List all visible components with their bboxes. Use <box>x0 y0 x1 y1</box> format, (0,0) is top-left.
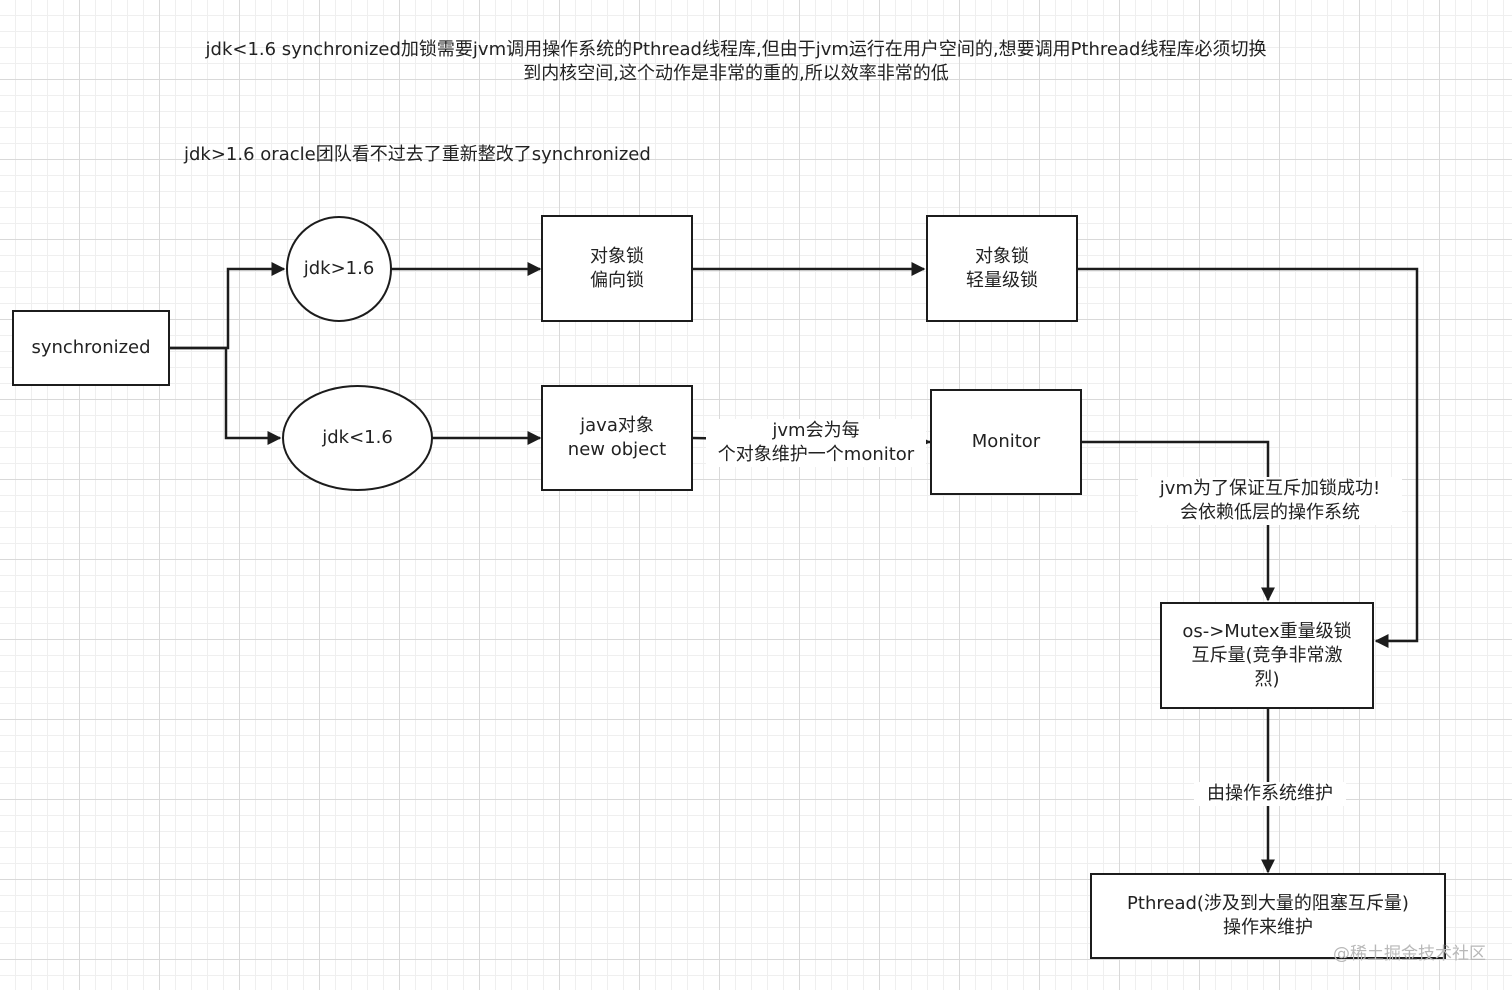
node-monitor: Monitor <box>930 389 1082 495</box>
edge-label-monitor-per-object: jvm会为每 个对象维护一个monitor <box>706 419 926 467</box>
edge-label-maintained-by-os: 由操作系统维护 <box>1194 782 1346 806</box>
node-synchronized: synchronized <box>12 310 170 386</box>
node-jdk-gt-1-6: jdk>1.6 <box>286 216 392 322</box>
node-java-object: java对象 new object <box>541 385 693 491</box>
edge-label-rely-on-os: jvm为了保证互斥加锁成功! 会依赖低层的操作系统 <box>1138 477 1402 525</box>
edge-synchronized-to-jdk-lt <box>169 346 282 445</box>
note-jdk-before-1-6: jdk<1.6 synchronized加锁需要jvm调用操作系统的Pthrea… <box>205 39 1267 84</box>
watermark-text: @稀土掘金技术社区 <box>1333 944 1486 964</box>
node-biased-lock: 对象锁 偏向锁 <box>541 215 693 322</box>
edge-synchronized-to-jdk-gt <box>169 262 286 350</box>
edge-monitor-to-mutex <box>1081 440 1275 602</box>
node-pthread: Pthread(涉及到大量的阻塞互斥量) 操作来维护 <box>1090 873 1446 959</box>
node-mutex: os->Mutex重量级锁 互斥量(竞争非常激 烈) <box>1160 602 1374 709</box>
edge-lightweight-to-mutex <box>1077 267 1419 648</box>
note-jdk-after-1-6: jdk>1.6 oracle团队看不过去了重新整改了synchronized <box>184 144 651 165</box>
node-lightweight-lock: 对象锁 轻量级锁 <box>926 215 1078 322</box>
node-jdk-lt-1-6: jdk<1.6 <box>282 385 433 491</box>
